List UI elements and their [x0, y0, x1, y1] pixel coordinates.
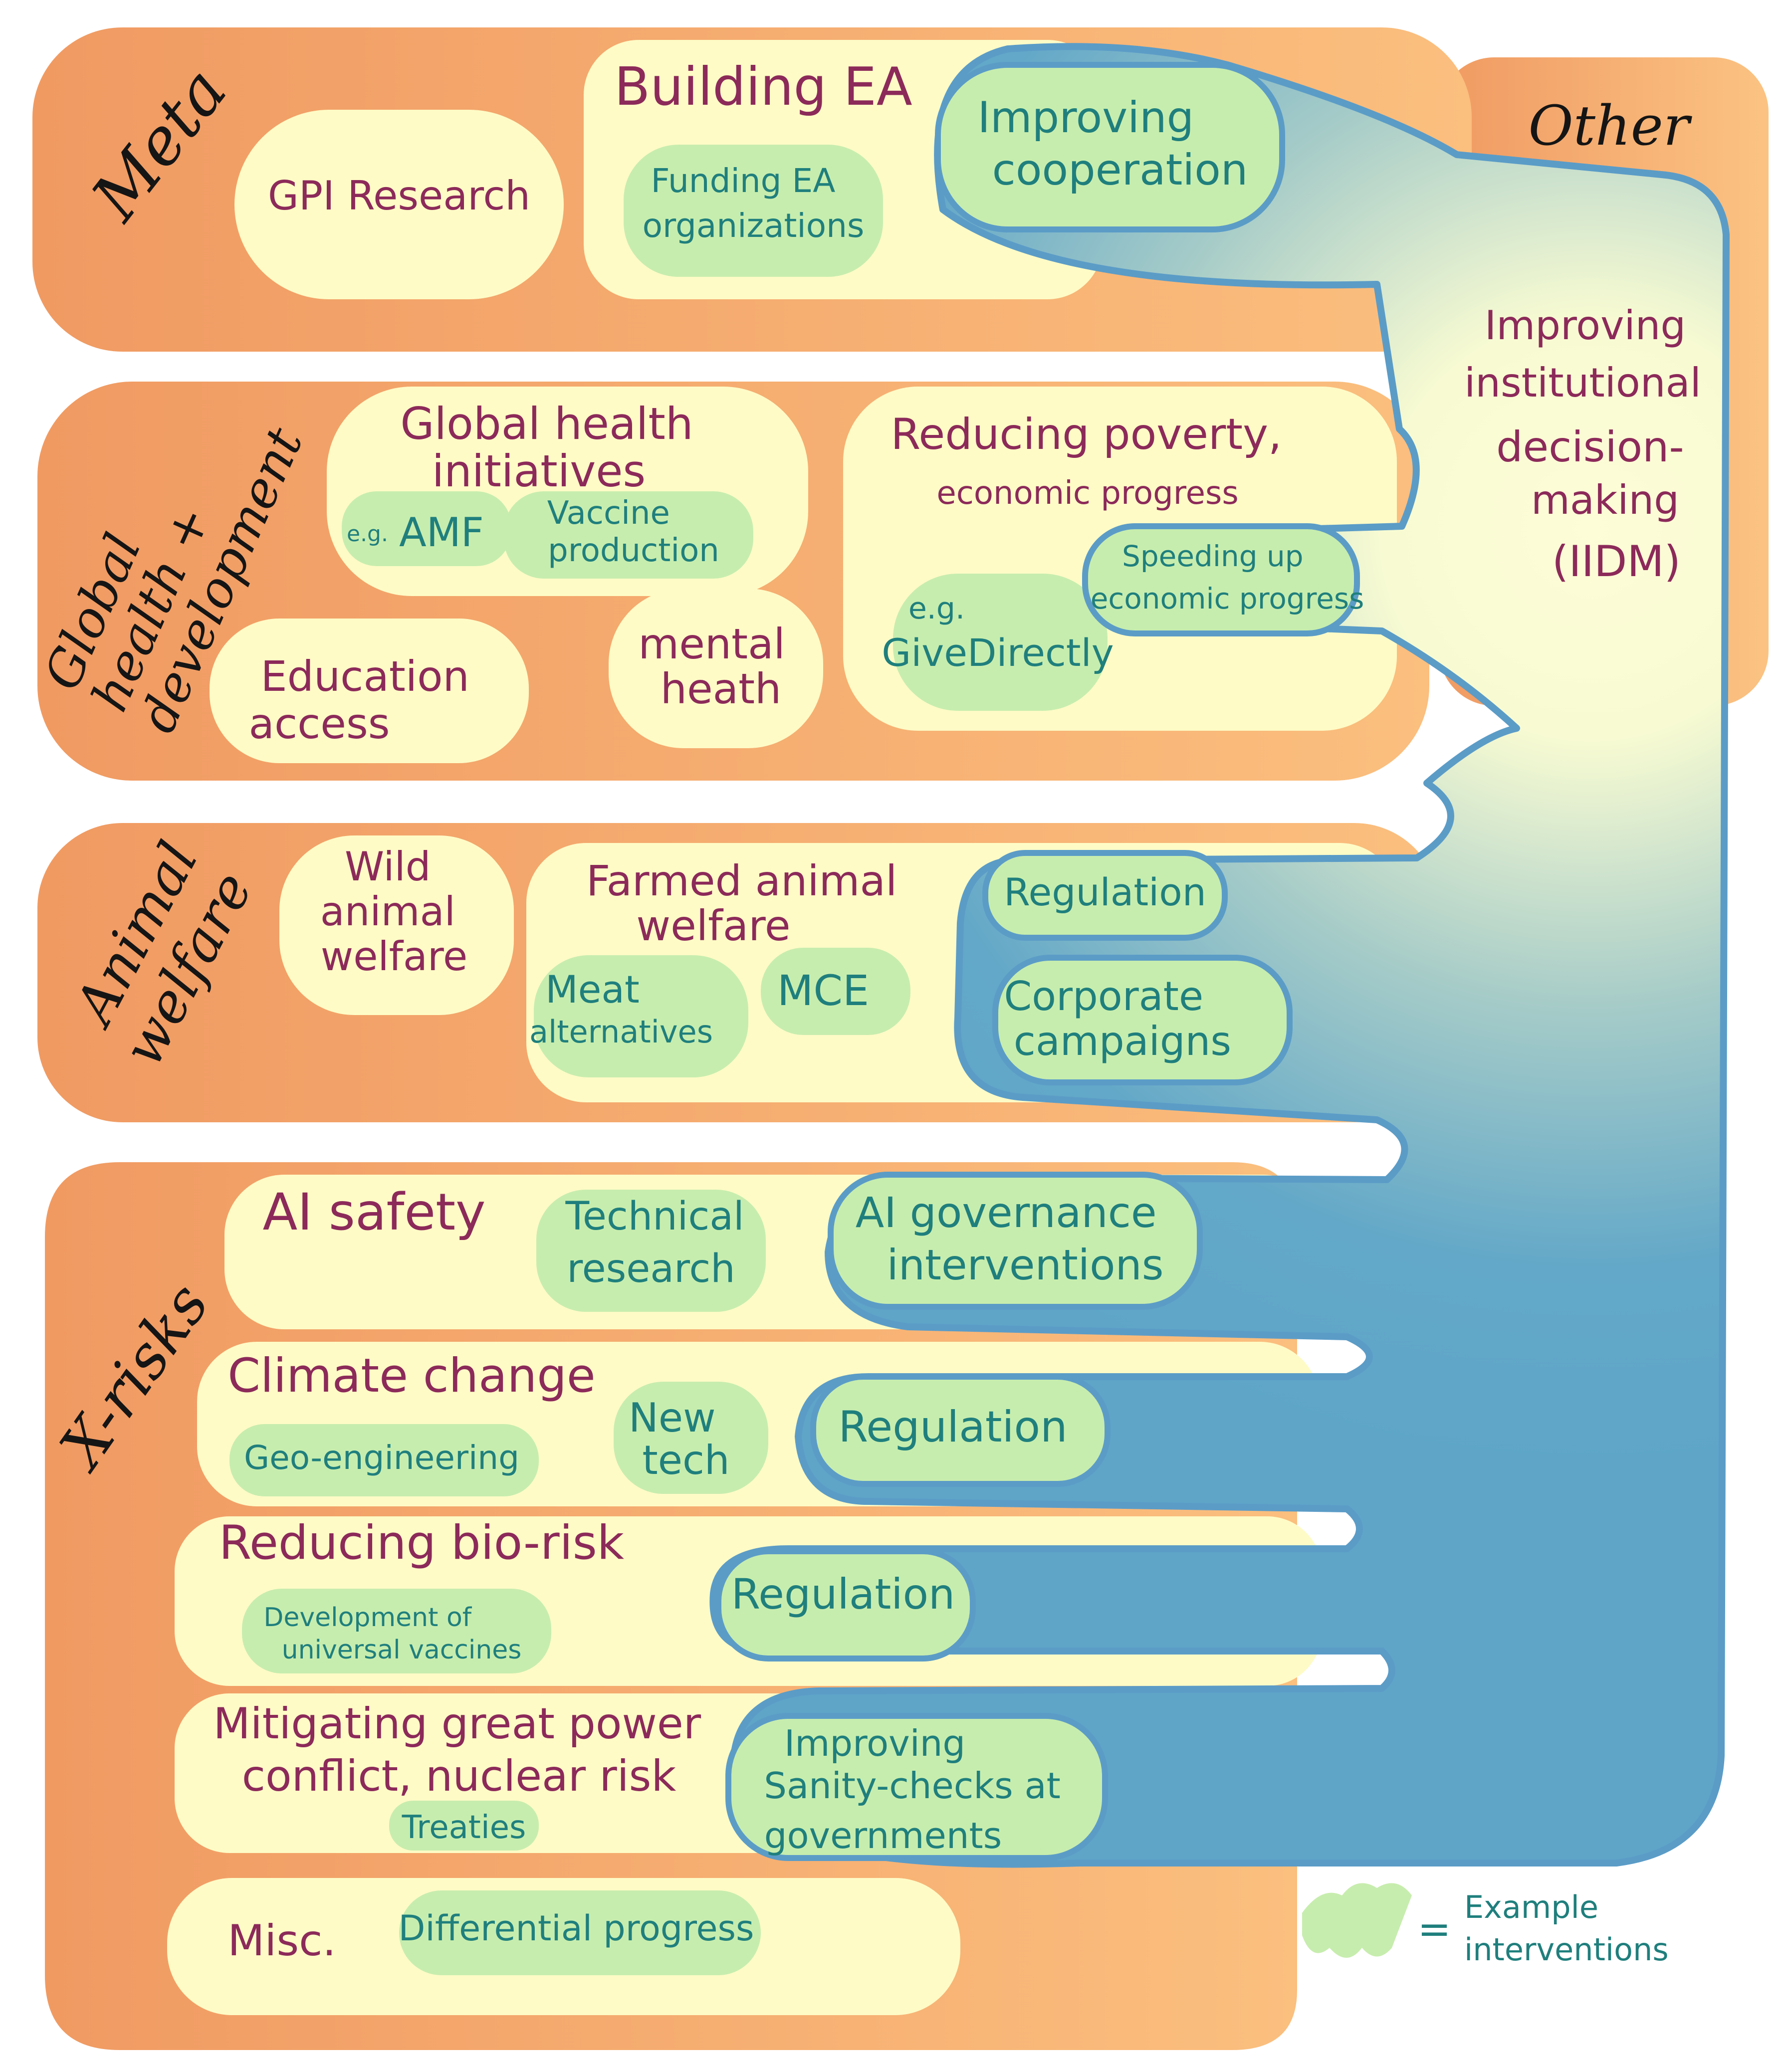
- differential-progress-label: Differential progress: [399, 1908, 754, 1949]
- corporate-campaigns-label: Corporate campaigns: [1004, 973, 1231, 1064]
- bio-risk-label: Reducing bio-risk: [219, 1516, 625, 1570]
- iidm-climate-regulation-blob: [810, 1374, 1111, 1487]
- iidm-speeding-up-blob: [1082, 523, 1360, 636]
- universal-vaccines-label: Development of universal vaccines: [263, 1603, 521, 1665]
- education-access-label: Education access: [248, 652, 482, 748]
- eg-prefix-label: e.g.: [347, 521, 388, 547]
- new-tech-label: New tech: [629, 1395, 730, 1483]
- mce-label: MCE: [777, 966, 869, 1015]
- wild-animal-welfare-label: Wild animal welfare: [320, 843, 468, 980]
- misc-label: Misc.: [227, 1916, 336, 1966]
- iidm-improving-cooperation-blob: [935, 62, 1285, 232]
- iidm-ai-governance-blob: [828, 1172, 1203, 1310]
- legend-text: Example interventions: [1464, 1889, 1669, 1968]
- intervention-new-tech-blob: [614, 1382, 768, 1494]
- amf-label: AMF: [399, 509, 484, 556]
- global-health-initiatives-label: Global health initiatives: [400, 398, 707, 497]
- vaccine-production-label: Vaccine production: [547, 495, 719, 569]
- intervention-meat-alternatives-blob: [534, 955, 748, 1077]
- topic-mental-health-blob: [609, 589, 823, 748]
- legend-green-swatch: [1302, 1883, 1412, 1958]
- intervention-amf-blob: [342, 491, 511, 566]
- topic-gpi-research-blob: [234, 110, 564, 299]
- intervention-treaties-blob: [389, 1801, 539, 1851]
- animal-regulation-label: Regulation: [1004, 870, 1206, 914]
- climate-regulation-label: Regulation: [838, 1402, 1067, 1452]
- intervention-differential-progress-blob: [399, 1890, 761, 1975]
- intervention-funding-ea-blob: [624, 145, 883, 277]
- iidm-bio-regulation-blob: [715, 1548, 976, 1661]
- topic-education-access-blob: [210, 619, 529, 763]
- intervention-blobs: [229, 145, 1108, 1975]
- intervention-givedirectly-blob: [893, 574, 1108, 711]
- mental-health-label: mental heath: [638, 620, 798, 713]
- speeding-up-label: Speeding up economic progress: [1091, 539, 1364, 616]
- meat-alternatives-label: Meat alternatives: [529, 967, 713, 1050]
- technical-research-label: Technical research: [565, 1194, 757, 1291]
- iidm-label: Improving institutional decision- making…: [1464, 302, 1704, 587]
- bio-regulation-label: Regulation: [731, 1570, 955, 1619]
- intervention-universal-vaccines-blob: [242, 1589, 551, 1673]
- farmed-animal-welfare-label: Farmed animal welfare: [586, 856, 910, 950]
- great-power-label: Mitigating great power conflict, nuclear…: [214, 1699, 715, 1801]
- topic-wild-animal-welfare-blob: [279, 835, 514, 1015]
- givedirectly-label: e.g. GiveDirectly: [882, 591, 1114, 675]
- intervention-mce-blob: [761, 948, 910, 1035]
- reducing-poverty-label: Reducing poverty, economic progress: [891, 410, 1285, 512]
- iidm-corporate-campaigns-blob: [992, 955, 1293, 1085]
- legend-equals: =: [1417, 1906, 1451, 1952]
- ai-safety-label: AI safety: [263, 1183, 486, 1242]
- sanity-checks-label: Improving Sanity-checks at governments: [764, 1722, 1072, 1857]
- improving-cooperation-label: Improving cooperation: [977, 93, 1248, 195]
- ai-governance-label: AI governance interventions: [856, 1188, 1170, 1289]
- category-other-label: Other: [1529, 94, 1693, 158]
- climate-change-label: Climate change: [227, 1349, 596, 1403]
- intervention-vaccine-production-blob: [504, 491, 753, 579]
- funding-ea-label: Funding EA organizations: [643, 162, 865, 245]
- gpi-research-label: GPI Research: [268, 173, 530, 219]
- intervention-technical-research-blob: [536, 1190, 766, 1312]
- geo-engineering-label: Geo-engineering: [244, 1439, 519, 1477]
- iidm-interventions: [715, 62, 1360, 1861]
- intervention-geo-engineering-blob: [229, 1424, 539, 1496]
- treaties-label: Treaties: [402, 1809, 526, 1846]
- iidm-sanity-checks-blob: [725, 1713, 1108, 1861]
- building-ea-label: Building EA: [614, 56, 912, 117]
- iidm-animal-regulation-blob: [982, 850, 1228, 941]
- legend: = Example interventions: [1302, 1883, 1669, 1968]
